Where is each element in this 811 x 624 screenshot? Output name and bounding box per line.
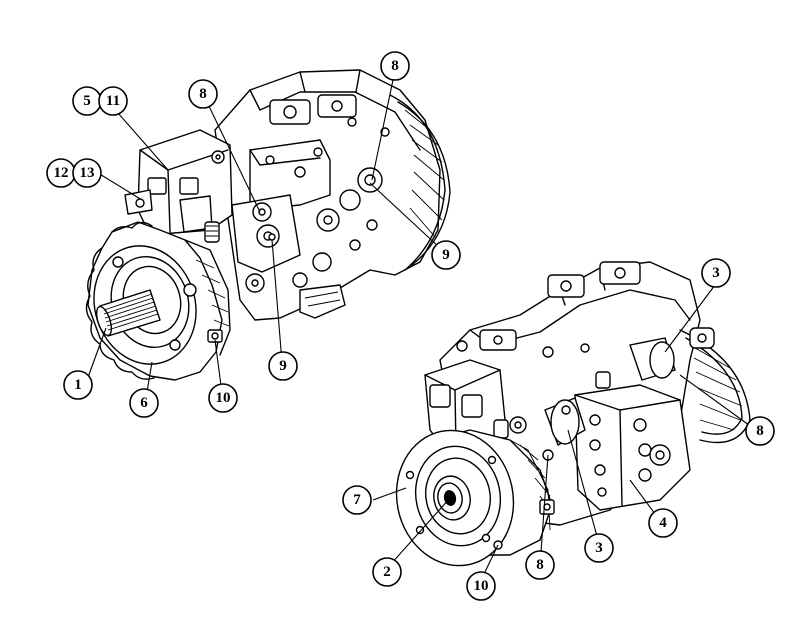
callout-5: 5	[72, 86, 102, 116]
svg-text:8: 8	[756, 423, 764, 439]
svg-text:9: 9	[442, 247, 450, 263]
callout-7: 7	[342, 485, 372, 515]
svg-text:3: 3	[595, 540, 603, 556]
svg-text:3: 3	[712, 265, 720, 281]
svg-text:8: 8	[536, 557, 544, 573]
callout-6: 6	[129, 388, 159, 418]
leader-lines	[86, 79, 754, 575]
callout-10-upper: 10	[208, 383, 238, 413]
callout-8-right: 8	[745, 416, 775, 446]
svg-text:12: 12	[54, 165, 69, 181]
svg-text:8: 8	[391, 58, 399, 74]
svg-text:10: 10	[216, 390, 231, 406]
lower-pump-assembly	[395, 261, 751, 567]
callout-9-upper: 9	[431, 240, 461, 270]
callout-11: 11	[98, 86, 128, 116]
svg-text:2: 2	[383, 564, 391, 580]
svg-text:13: 13	[80, 165, 95, 181]
callout-2: 2	[372, 557, 402, 587]
svg-text:10: 10	[474, 578, 489, 594]
callout-4: 4	[648, 508, 678, 538]
svg-text:7: 7	[353, 492, 361, 508]
callout-8-lower: 8	[525, 550, 555, 580]
callout-10-lower: 10	[466, 571, 496, 601]
svg-text:1: 1	[74, 377, 82, 393]
callout-9-lower: 9	[268, 351, 298, 381]
callout-3-upper: 3	[701, 258, 731, 288]
callout-13: 13	[72, 158, 102, 188]
svg-text:5: 5	[83, 93, 91, 109]
callout-8-upper-left: 8	[188, 79, 218, 109]
svg-text:8: 8	[199, 86, 207, 102]
upper-pump-assembly	[85, 69, 451, 381]
callout-1: 1	[63, 370, 93, 400]
svg-text:4: 4	[659, 515, 667, 531]
callout-12: 12	[46, 158, 76, 188]
callout-3-lower: 3	[584, 533, 614, 563]
callout-8-upper-right: 8	[380, 51, 410, 81]
svg-text:9: 9	[279, 358, 287, 374]
svg-text:11: 11	[106, 93, 120, 109]
svg-text:6: 6	[140, 395, 148, 411]
